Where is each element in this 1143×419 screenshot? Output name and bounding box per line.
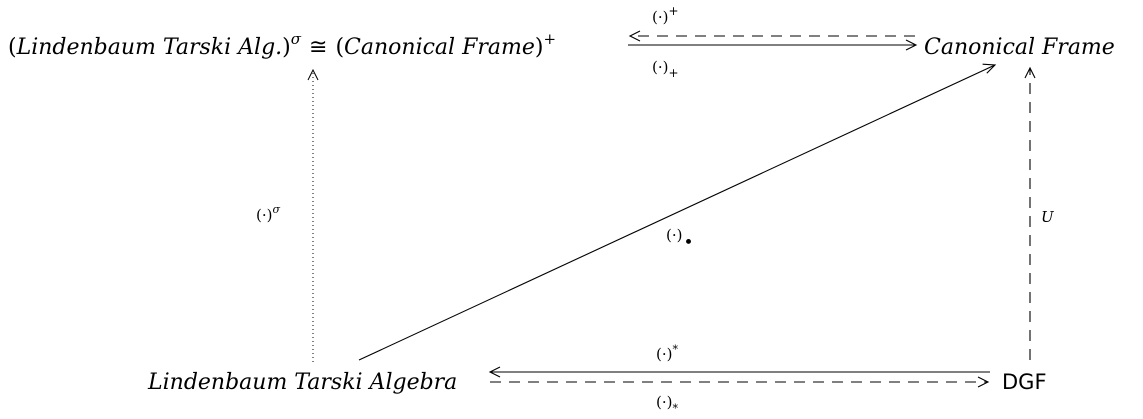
node-bottom-left: Lindenbaum Tarski Algebra — [147, 370, 457, 395]
svg-text:(·)*: (·)* — [656, 393, 678, 415]
label-bottom-upper-star: (·)* — [656, 343, 678, 363]
top-left-open-paren-2: ( — [335, 35, 344, 60]
top-left-close-paren-2: ) — [535, 35, 544, 60]
top-left-plus-superscript: + — [543, 30, 556, 48]
svg-text:(Lindenbaum Tarski Alg.)σ≅(Can: (Lindenbaum Tarski Alg.)σ≅(Canonical Fra… — [8, 30, 556, 60]
label-bottom-upper-base: (·) — [656, 345, 672, 363]
top-left-congruence-symbol: ≅ — [309, 35, 327, 60]
top-left-open-paren: ( — [8, 35, 17, 60]
svg-text:(·)+: (·)+ — [652, 58, 679, 80]
svg-text:(·)•: (·)• — [666, 226, 694, 253]
label-top-upper-script: + — [668, 4, 678, 18]
svg-text:(·)σ: (·)σ — [256, 203, 280, 224]
label-diagonal-bullet: (·)• — [666, 226, 694, 253]
arrow-bottom-solid-star-upper — [488, 366, 990, 378]
top-left-close-paren: ) — [282, 35, 291, 60]
arrow-top-solid-plus-lower — [628, 39, 918, 51]
arrow-top-dashed-plus-upper — [628, 30, 915, 42]
label-top-lower-plus: (·)+ — [652, 58, 679, 80]
label-bottom-lower-base: (·) — [656, 393, 672, 411]
node-bottom-right: DGF — [1002, 370, 1047, 394]
label-left-base: (·) — [256, 206, 272, 224]
label-top-lower-script: + — [668, 66, 678, 80]
label-left-sigma: (·)σ — [256, 203, 280, 224]
label-top-upper-plus: (·)+ — [652, 4, 679, 26]
label-right-u: U — [1041, 208, 1055, 226]
label-diagonal-base: (·) — [666, 226, 682, 244]
label-right-u-text: U — [1041, 208, 1055, 226]
label-diagonal-script: • — [683, 233, 693, 253]
arrow-bottom-dashed-star-lower — [490, 376, 990, 388]
label-top-lower-base: (·) — [652, 58, 668, 76]
top-left-lindenbaum-tarski-alg: Lindenbaum Tarski Alg. — [16, 35, 283, 60]
top-right-canonical-frame: Canonical Frame — [924, 35, 1115, 60]
svg-text:(·)+: (·)+ — [652, 4, 679, 26]
top-left-canonical-frame: Canonical Frame — [344, 35, 535, 60]
node-top-right: Canonical Frame — [924, 35, 1115, 60]
label-left-script: σ — [272, 203, 280, 216]
arrow-diagonal-bullet — [358, 63, 997, 361]
label-top-upper-base: (·) — [652, 8, 668, 26]
bottom-right-dgf: DGF — [1002, 370, 1047, 394]
node-top-left: (Lindenbaum Tarski Alg.)σ≅(Canonical Fra… — [8, 30, 556, 60]
label-bottom-lower-script: * — [672, 402, 678, 415]
bottom-left-lindenbaum-tarski-algebra: Lindenbaum Tarski Algebra — [147, 370, 457, 395]
label-bottom-upper-script: * — [672, 343, 678, 356]
top-left-sigma-superscript: σ — [291, 30, 302, 48]
label-bottom-lower-star: (·)* — [656, 393, 678, 415]
arrow-left-dotted-sigma — [307, 68, 319, 362]
arrow-right-dashed-u — [1024, 66, 1036, 360]
svg-text:(·)*: (·)* — [656, 343, 678, 363]
